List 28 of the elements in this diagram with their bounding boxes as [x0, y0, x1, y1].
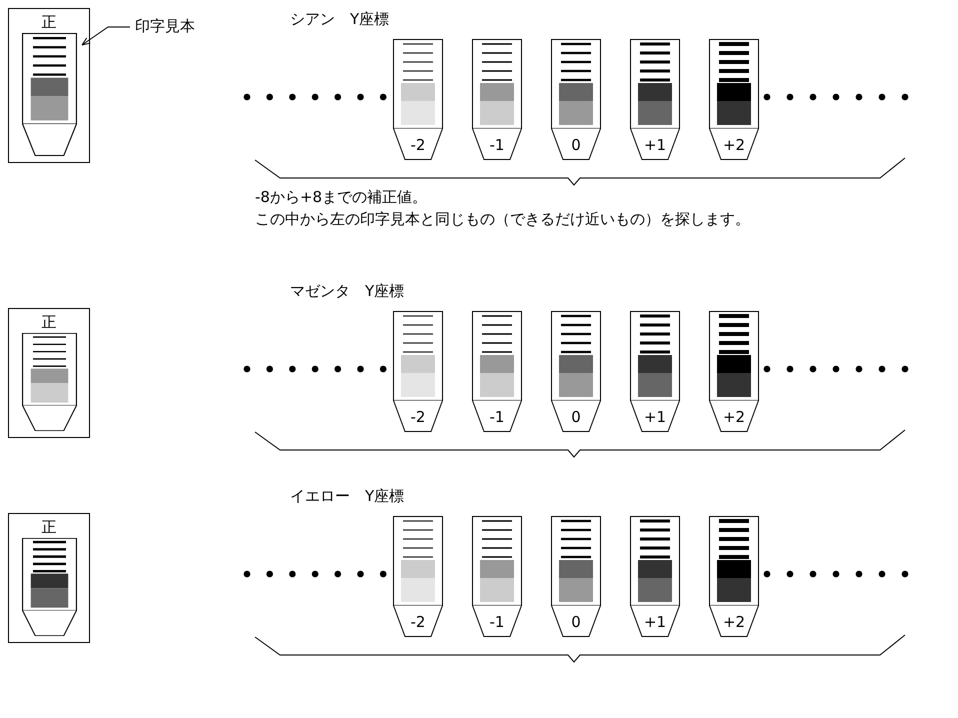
- sample-mark: 正: [40, 313, 58, 331]
- pattern-value: -1: [488, 613, 506, 631]
- pattern-value: +1: [642, 136, 668, 154]
- row-title: マゼンタ Y座標: [290, 282, 404, 300]
- pattern-value: 0: [570, 136, 582, 154]
- sample-frame: [8, 8, 90, 163]
- note-text: この中から左の印字見本と同じもの（できるだけ近いもの）を探します。: [255, 210, 750, 228]
- pattern-value: +2: [722, 136, 746, 154]
- pattern-value: +2: [722, 613, 746, 631]
- leader-line: [82, 26, 130, 46]
- pattern-value: -1: [488, 408, 506, 426]
- pattern-value: 0: [570, 408, 582, 426]
- sample-frame: [8, 513, 90, 643]
- pattern-value: +1: [642, 613, 668, 631]
- pattern-value: +2: [722, 408, 746, 426]
- pattern-value: +1: [642, 408, 668, 426]
- row-title: イエロー Y座標: [290, 487, 404, 505]
- sample-frame: [8, 308, 90, 438]
- pattern-value: -1: [488, 136, 506, 154]
- row-title: シアン Y座標: [290, 10, 390, 28]
- sample-mark: 正: [40, 13, 58, 31]
- pattern-value: 0: [570, 613, 582, 631]
- sample-mark: 正: [40, 518, 58, 536]
- note-text: -8から+8までの補正値。: [255, 188, 428, 206]
- callout-label: 印字見本: [135, 17, 195, 35]
- pattern-value: -2: [410, 613, 426, 631]
- pattern-value: -2: [410, 408, 426, 426]
- pattern-value: -2: [410, 136, 426, 154]
